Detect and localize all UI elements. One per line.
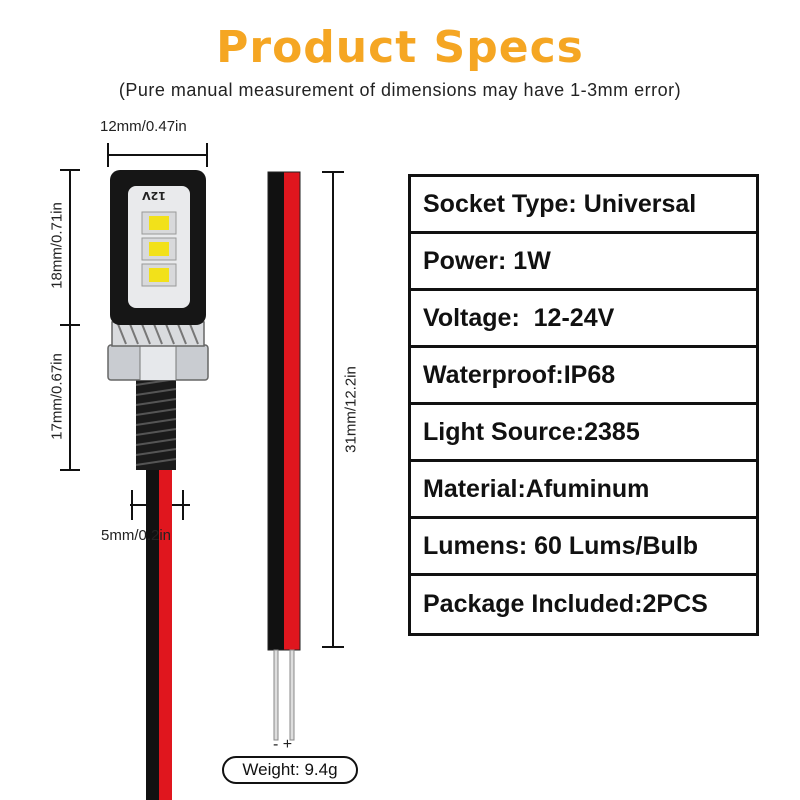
screw-height-label: 17mm/0.67in bbox=[48, 353, 66, 440]
height-dimension-lines bbox=[60, 169, 80, 471]
screw-thread bbox=[135, 375, 177, 470]
spec-row-waterproof: Waterproof:IP68 bbox=[411, 348, 756, 405]
led-chips bbox=[141, 211, 177, 287]
spec-row-lumens: Lumens: 60 Lums/Bulb bbox=[411, 519, 756, 576]
weight-badge: Weight: 9.4g bbox=[222, 756, 358, 784]
hex-nut bbox=[107, 321, 209, 381]
cable-sample bbox=[267, 171, 301, 741]
head-height-label: 18mm/0.71in bbox=[48, 202, 66, 289]
spec-row-power: Power: 1W bbox=[411, 234, 756, 291]
spec-row-light-source: Light Source:2385 bbox=[411, 405, 756, 462]
voltage-marking: 12V bbox=[142, 189, 166, 202]
spec-table: Socket Type: Universal Power: 1W Voltage… bbox=[408, 174, 759, 636]
wire-length-dimension-line bbox=[322, 171, 344, 648]
spec-row-voltage: Voltage: 12-24V bbox=[411, 291, 756, 348]
spec-row-material: Material:Afuminum bbox=[411, 462, 756, 519]
width-label: 12mm/0.47in bbox=[100, 118, 187, 135]
spec-row-socket-type: Socket Type: Universal bbox=[411, 177, 756, 234]
wire-length-label: 31mm/12.2in bbox=[342, 366, 360, 453]
width-dimension-line bbox=[107, 143, 208, 167]
measurement-note: (Pure manual measurement of dimensions m… bbox=[118, 80, 682, 100]
spec-row-package: Package Included:2PCS bbox=[423, 590, 708, 618]
thread-diameter-label: 5mm/0.2in bbox=[101, 527, 172, 544]
page-title: Product Specs bbox=[216, 22, 584, 73]
bulb-wire bbox=[146, 460, 172, 800]
polarity-label: - + bbox=[273, 736, 293, 753]
